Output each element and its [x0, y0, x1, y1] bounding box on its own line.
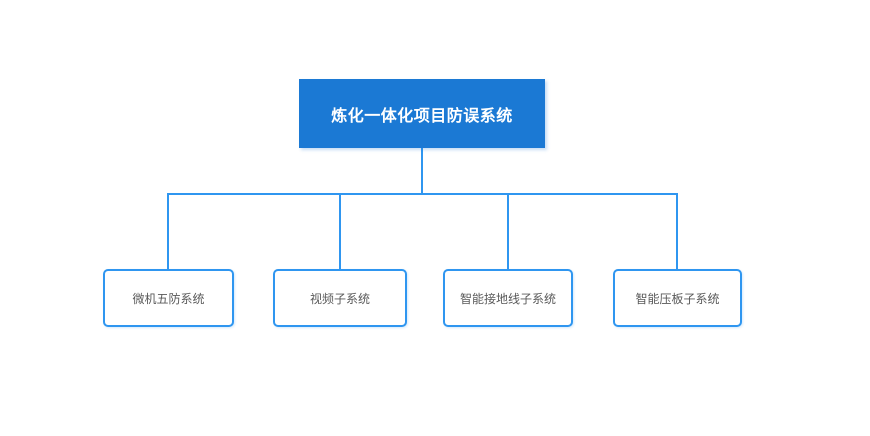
- node-child-wujifang[interactable]: 微机五防系统: [103, 269, 234, 327]
- node-child-2-label: 视频子系统: [309, 291, 370, 306]
- node-root-label: 炼化一体化项目防误系统: [331, 107, 513, 125]
- node-root[interactable]: 炼化一体化项目防误系统: [299, 79, 545, 148]
- node-child-4-label: 智能压板子系统: [635, 291, 720, 306]
- node-child-video[interactable]: 视频子系统: [273, 269, 407, 327]
- node-child-pressure-plate[interactable]: 智能压板子系统: [613, 269, 742, 327]
- connector-drop-child-1: [167, 193, 169, 269]
- connector-drop-child-2: [339, 193, 341, 269]
- connector-horizontal-rail: [167, 193, 678, 195]
- node-child-3-label: 智能接地线子系统: [459, 291, 556, 306]
- node-child-1-label: 微机五防系统: [132, 291, 205, 306]
- connector-root-trunk: [421, 148, 423, 194]
- connector-drop-child-3: [507, 193, 509, 269]
- node-child-grounding-wire[interactable]: 智能接地线子系统: [443, 269, 573, 327]
- connector-drop-child-4: [676, 193, 678, 269]
